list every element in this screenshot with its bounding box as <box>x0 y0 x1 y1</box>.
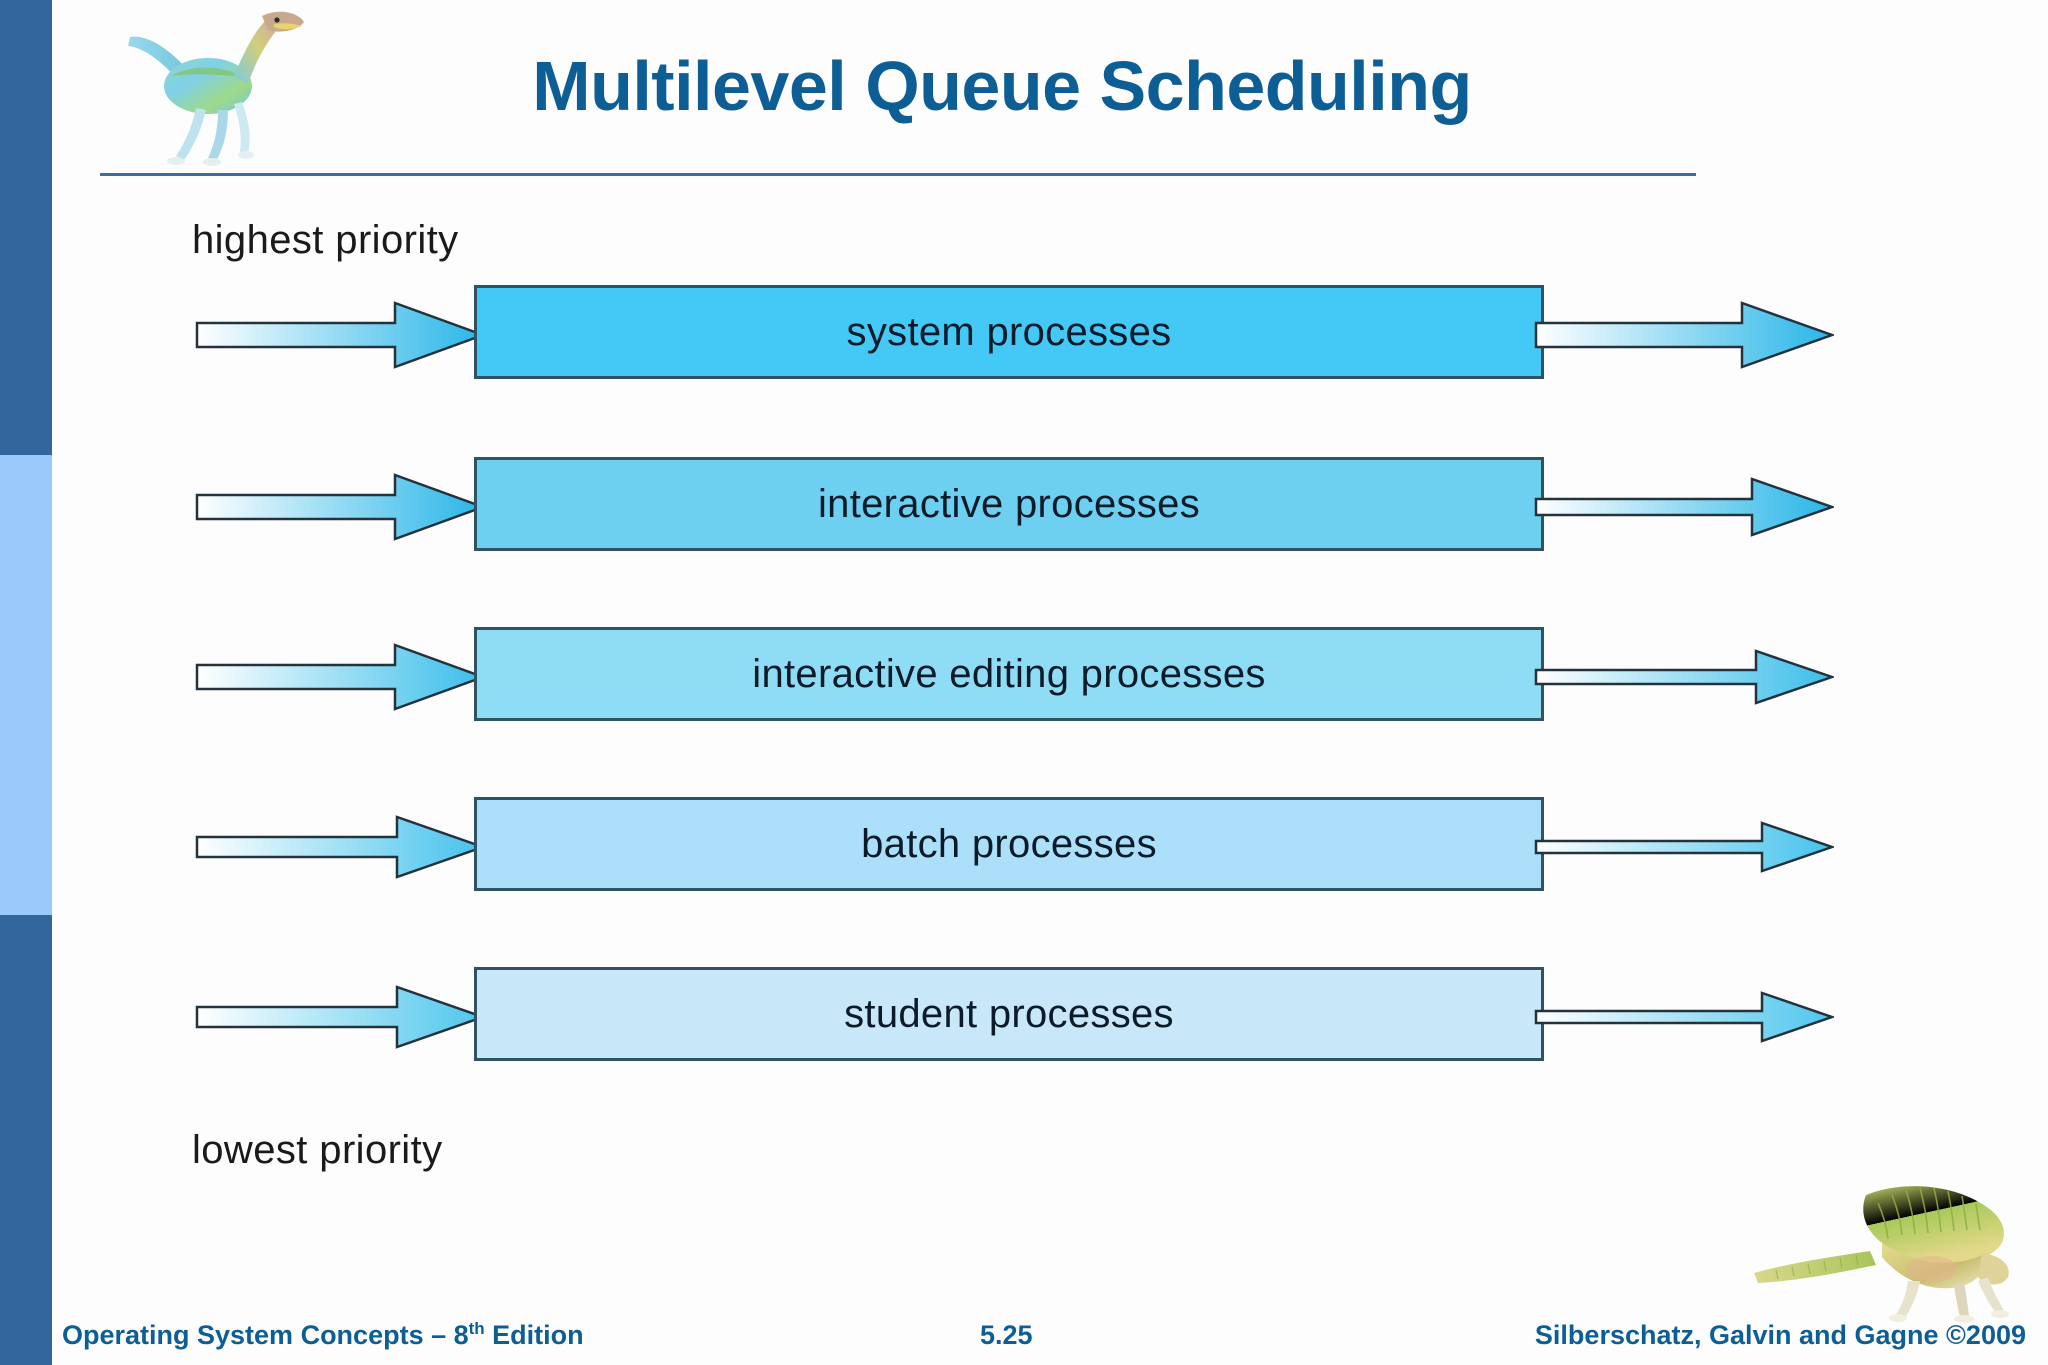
queue-input-arrow <box>195 797 485 897</box>
queue-label: interactive processes <box>817 481 1201 526</box>
queue-bar: student processes <box>474 967 1544 1061</box>
footer-edition-ordinal: th <box>468 1319 485 1338</box>
page-title: Multilevel Queue Scheduling <box>532 47 1472 125</box>
footer-edition-suffix: Edition <box>484 1320 584 1350</box>
queue-row: system processes <box>52 285 2048 385</box>
slide-canvas: Multilevel Queue Scheduling highest prio… <box>52 0 2048 1365</box>
queue-row: interactive processes <box>52 457 2048 557</box>
queue-output-arrow <box>1534 797 1834 897</box>
highest-priority-label: highest priority <box>192 218 459 262</box>
queue-output-arrow <box>1534 627 1834 727</box>
queue-bar: interactive editing processes <box>474 627 1544 721</box>
slide-footer: Operating System Concepts – 8th Edition … <box>0 1295 2048 1365</box>
slide-header: Multilevel Queue Scheduling <box>52 0 2048 185</box>
queue-label: system processes <box>846 309 1172 354</box>
queue-label: interactive editing processes <box>752 651 1266 696</box>
footer-edition-main: Operating System Concepts – 8 <box>62 1320 469 1350</box>
queue-label: student processes <box>844 991 1174 1036</box>
queue-row: student processes <box>52 967 2048 1067</box>
queue-label: batch processes <box>861 821 1157 866</box>
multilevel-queue-diagram: highest priority system processes <box>52 190 2048 1200</box>
queue-bar: interactive processes <box>474 457 1544 551</box>
sidebar-segment-middle <box>0 455 52 915</box>
sidebar-segment-top <box>0 0 52 455</box>
slide-number: 5.25 <box>980 1320 1033 1350</box>
queue-output-arrow <box>1534 967 1834 1067</box>
queue-row: interactive editing processes <box>52 627 2048 727</box>
ornithomimid-dinosaur-icon <box>122 4 312 169</box>
footer-edition-text: Operating System Concepts – 8th Edition <box>62 1319 584 1351</box>
sidebar-accent <box>0 0 52 1365</box>
queue-bar: batch processes <box>474 797 1544 891</box>
dimetrodon-dinosaur-icon <box>1746 1177 2026 1327</box>
queue-output-arrow <box>1534 457 1834 557</box>
sidebar-segment-bottom <box>0 915 52 1365</box>
lowest-priority-label: lowest priority <box>192 1128 443 1172</box>
title-underline-rule <box>100 173 1696 176</box>
queue-input-arrow <box>195 285 485 385</box>
queue-input-arrow <box>195 627 485 727</box>
queue-input-arrow <box>195 967 485 1067</box>
footer-copyright: Silberschatz, Galvin and Gagne ©2009 <box>1534 1320 2026 1350</box>
queue-bar: system processes <box>474 285 1544 379</box>
queue-output-arrow <box>1534 285 1834 385</box>
queue-row: batch processes <box>52 797 2048 897</box>
queue-input-arrow <box>195 457 485 557</box>
